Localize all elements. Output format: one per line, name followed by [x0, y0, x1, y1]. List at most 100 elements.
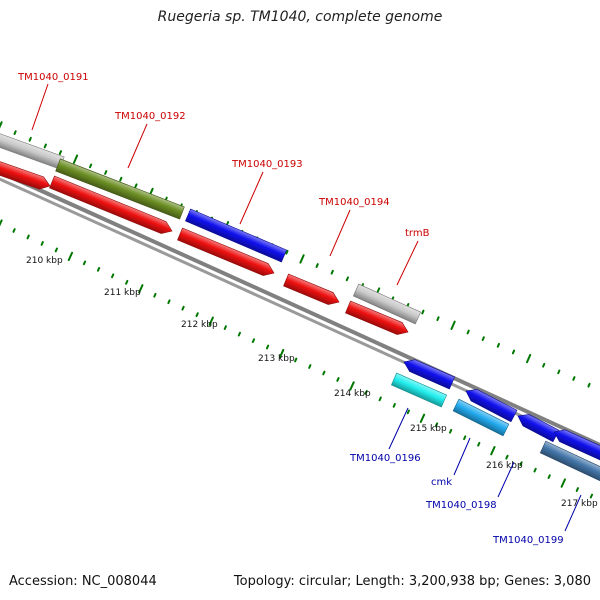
gene-label: cmk — [431, 477, 452, 488]
gene-feature-shape — [539, 440, 600, 483]
ruler-label: 216 kbp — [486, 461, 523, 471]
topology-text: Topology: circular; Length: 3,200,938 bp… — [233, 574, 591, 589]
tick-mark-outer — [466, 329, 470, 335]
tick-mark-inner — [533, 467, 537, 473]
tick-mark-outer — [28, 136, 32, 142]
tick-mark-outer — [119, 176, 123, 182]
gene-feature-shape — [352, 283, 422, 325]
gene-feature-shape — [345, 300, 409, 335]
tick-mark-inner — [477, 441, 481, 447]
tick-mark-inner — [519, 461, 523, 467]
tick-mark-inner — [26, 234, 30, 240]
tick-mark-outer — [511, 349, 516, 355]
tick-mark-inner — [251, 338, 256, 343]
tick-mark-inner — [12, 228, 16, 233]
gene-feature — [452, 398, 510, 437]
gene-feature — [283, 273, 340, 305]
tick-mark-inner — [547, 474, 551, 479]
tick-mark-outer — [72, 154, 79, 164]
tick-mark-outer — [134, 183, 138, 189]
tick-mark-inner — [181, 305, 185, 311]
gene-label: TM1040_0191 — [17, 72, 89, 83]
tick-mark-outer — [496, 342, 500, 348]
tick-mark-inner — [40, 241, 44, 246]
tick-mark-inner — [505, 454, 509, 460]
gene-feature-shape — [517, 414, 560, 443]
gene-feature-shape — [185, 208, 287, 263]
tick-mark-outer — [345, 276, 349, 282]
tick-mark-inner — [463, 435, 467, 441]
gene-feature-shape — [390, 372, 448, 408]
tick-mark-inner — [378, 396, 382, 402]
gene-feature-shape — [553, 429, 600, 462]
ruler-label: 211 kbp — [104, 288, 141, 298]
tick-mark-inner — [153, 292, 157, 298]
tick-mark-inner — [308, 364, 312, 369]
gene-label: TM1040_0199 — [492, 535, 564, 546]
tick-mark-inner — [575, 487, 579, 492]
gene-feature-shape — [49, 175, 173, 234]
tick-mark-inner — [278, 348, 285, 359]
gene-feature-shape — [283, 273, 340, 305]
gene-feature — [465, 389, 518, 423]
gene-feature — [345, 300, 409, 335]
tick-mark-outer — [299, 254, 305, 264]
tick-mark-inner — [336, 377, 340, 382]
tick-mark-outer — [315, 263, 319, 268]
tick-mark-inner — [349, 381, 355, 391]
tick-mark-outer — [0, 121, 3, 129]
tick-mark-inner — [111, 273, 115, 279]
tick-mark-inner — [434, 422, 439, 428]
tick-mark-inner — [419, 413, 426, 423]
gene-feature — [390, 372, 448, 408]
tick-mark-outer — [572, 376, 576, 381]
gene-label-leader — [497, 461, 515, 498]
ruler-label: 213 kbp — [258, 354, 295, 364]
tick-mark-inner — [265, 344, 270, 350]
tick-mark-inner — [167, 299, 171, 305]
backbone-line-outer — [0, 170, 600, 447]
tick-mark-inner — [195, 312, 199, 318]
tick-mark-outer — [330, 269, 334, 275]
gene-feature — [517, 414, 560, 443]
gene-feature-shape — [55, 158, 185, 220]
tick-mark-inner — [448, 428, 453, 434]
gene-label-leader — [31, 83, 49, 131]
gene-feature — [55, 158, 185, 220]
tick-mark-outer — [436, 316, 440, 322]
gene-label: trmB — [405, 228, 430, 239]
tick-mark-outer — [43, 143, 47, 149]
gene-label: TM1040_0193 — [231, 159, 303, 170]
tick-mark-inner — [364, 390, 368, 395]
tick-mark-outer — [104, 170, 108, 175]
tick-mark-inner — [125, 279, 129, 285]
tick-mark-inner — [96, 266, 101, 272]
gene-feature — [185, 208, 287, 263]
ruler-label: 210 kbp — [26, 256, 63, 266]
tick-mark-inner — [54, 247, 58, 253]
gene-label: TM1040_0194 — [318, 197, 390, 208]
tick-mark-outer — [450, 320, 456, 331]
gene-label-leader — [329, 209, 351, 257]
gene-label: TM1040_0192 — [114, 111, 186, 122]
gene-label: TM1040_0196 — [349, 453, 421, 464]
gene-label-leader — [127, 123, 148, 169]
tick-mark-inner — [67, 251, 74, 262]
gene-feature-shape — [0, 158, 51, 190]
gene-feature — [352, 283, 422, 325]
tick-mark-outer — [285, 249, 289, 255]
gene-label: TM1040_0198 — [425, 500, 497, 511]
gene-label-leader — [239, 171, 264, 225]
tick-mark-inner — [589, 493, 594, 499]
tick-mark-inner — [82, 260, 87, 266]
map-title: Ruegeria sp. TM1040, complete genome — [157, 9, 443, 25]
tick-mark-inner — [208, 316, 214, 326]
tick-mark-inner — [0, 219, 3, 227]
gene-feature — [539, 440, 600, 483]
gene-label-leader — [396, 240, 419, 286]
gene-feature — [49, 175, 173, 234]
gene-feature — [553, 429, 600, 462]
ruler-label: 217 kbp — [561, 499, 598, 509]
tick-mark-outer — [58, 150, 63, 155]
